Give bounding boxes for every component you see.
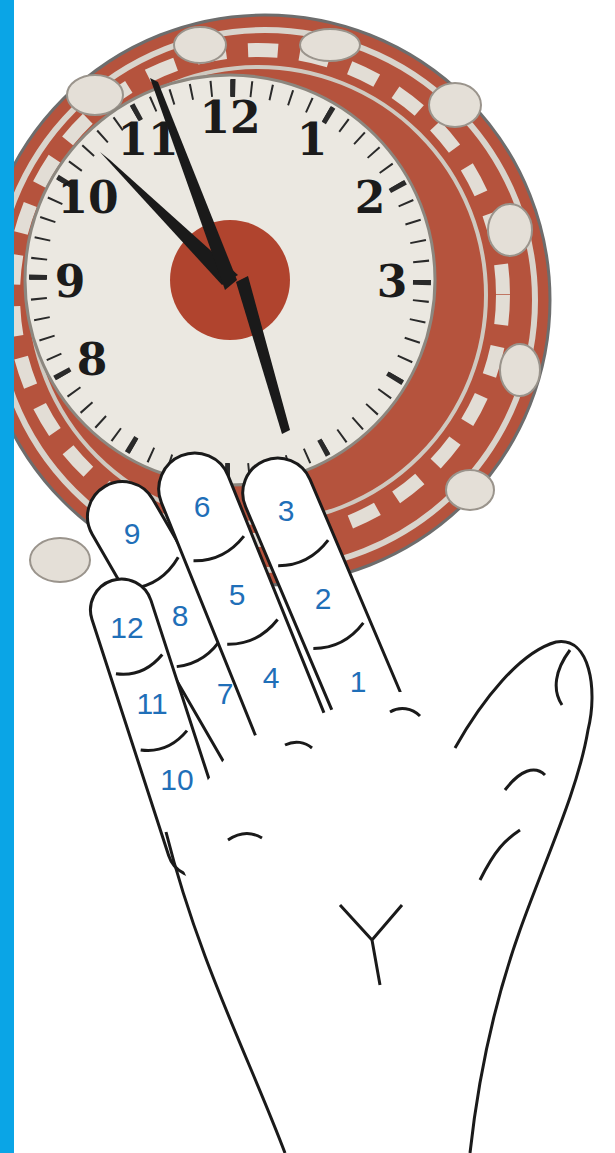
finger-number: 1 (350, 667, 367, 697)
palm-edge (166, 832, 285, 1153)
knuckle-crease (228, 709, 420, 840)
clock-numeral: 8 (77, 338, 108, 382)
finger-number: 2 (315, 584, 332, 614)
finger-number: 3 (278, 496, 295, 526)
clock-numeral: 1 (297, 118, 328, 162)
clock-face (25, 75, 435, 485)
clock-numeral: 10 (57, 176, 118, 220)
finger-crease (115, 655, 190, 755)
zodiac-figure (500, 344, 540, 396)
thumb-edge (455, 642, 592, 1153)
zodiac-figure (488, 204, 532, 256)
hand-tail (236, 276, 290, 434)
finger-number: 7 (217, 679, 234, 709)
zodiac-figure (30, 538, 90, 582)
finger-number: 10 (160, 765, 193, 795)
finger-number: 9 (124, 519, 141, 549)
finger-number: 4 (263, 663, 280, 693)
palm-fill (168, 640, 592, 1153)
clock-numeral: 3 (377, 260, 408, 304)
thumb-crease (480, 650, 570, 880)
clock-numeral: 2 (355, 176, 386, 220)
zodiac-figure (446, 470, 494, 510)
finger-crease (277, 540, 367, 653)
palm-line (340, 905, 402, 985)
clock-numeral: 9 (55, 260, 86, 304)
zodiac-figure (429, 83, 481, 127)
clock-numeral: 12 (199, 96, 260, 140)
finger-number: 12 (110, 613, 143, 643)
finger-number: 5 (229, 580, 246, 610)
zodiac-figure (174, 27, 226, 63)
clock-numeral: 11 (117, 118, 178, 162)
side-strip (0, 0, 14, 1153)
finger-number: 11 (136, 689, 167, 719)
finger-number: 6 (194, 492, 211, 522)
hand-drawing (75, 442, 592, 1153)
zodiac-figure (300, 29, 360, 61)
finger-number: 8 (172, 601, 189, 631)
